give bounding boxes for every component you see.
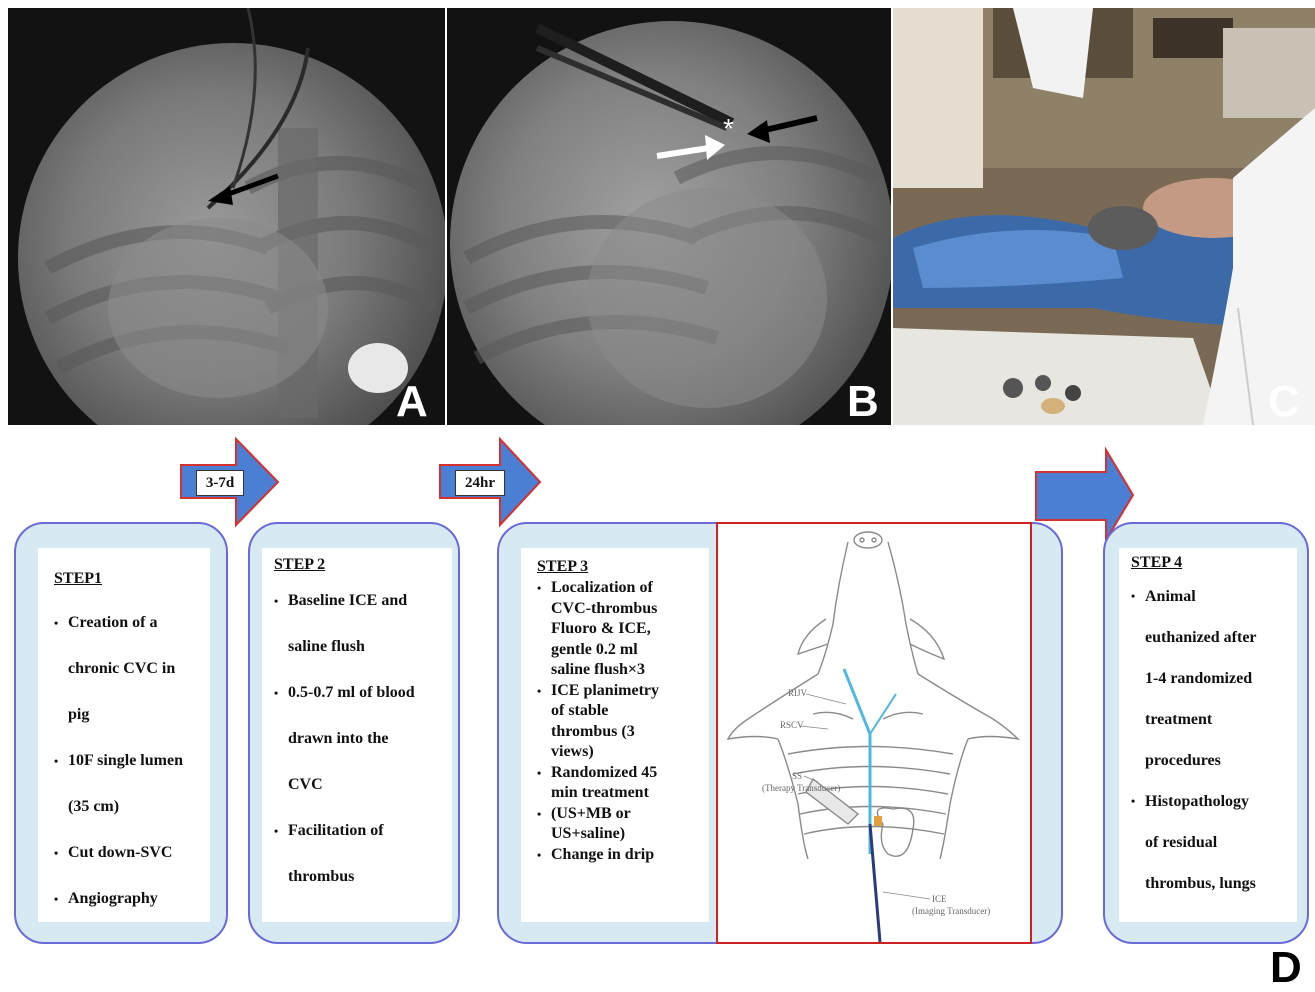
step3-item: CVC-thrombus bbox=[537, 599, 709, 620]
step1-item: Angiography bbox=[54, 876, 210, 922]
panel-a-label: A bbox=[396, 380, 428, 424]
asterisk-marker: * bbox=[723, 113, 734, 144]
procedure-photo bbox=[893, 8, 1315, 425]
step2-item: Baseline ICE and bbox=[274, 578, 452, 624]
step4-item: 1-4 randomized bbox=[1131, 658, 1297, 699]
step2-item: drawn into the bbox=[274, 716, 452, 762]
step2-item: CVC bbox=[274, 762, 452, 808]
step4-item: Animal bbox=[1131, 576, 1297, 617]
panel-b-label: B bbox=[847, 380, 879, 424]
step3-item: gentle 0.2 ml bbox=[537, 640, 709, 661]
step3-item: US+saline) bbox=[537, 824, 709, 845]
step4-title: STEP 4 bbox=[1131, 554, 1297, 572]
arrow-label-3-7d: 3-7d bbox=[196, 470, 244, 496]
panel-a-fluoroscopy: A bbox=[8, 8, 445, 425]
panel-b-fluoroscopy: * B bbox=[447, 8, 891, 425]
anatomy-diagram: RIJV RSCV SS (Therapy Transducer) ICE (I… bbox=[716, 522, 1032, 944]
panel-d-label: D bbox=[1270, 946, 1302, 990]
step3-title: STEP 3 bbox=[537, 558, 709, 576]
label-ice-sub: (Imaging Transducer) bbox=[912, 906, 990, 916]
step3-item: Fluoro & ICE, bbox=[537, 619, 709, 640]
step3-item: thrombus (3 bbox=[537, 722, 709, 743]
step2-title: STEP 2 bbox=[274, 556, 452, 574]
step1-item: chronic CVC in bbox=[54, 646, 210, 692]
label-rscv: RSCV bbox=[780, 720, 804, 730]
step3-inner: STEP 3 Localization ofCVC-thrombusFluoro… bbox=[521, 548, 709, 922]
step1-item: 10F single lumen bbox=[54, 738, 210, 784]
step1-item: Creation of a bbox=[54, 600, 210, 646]
step3-item: ICE planimetry bbox=[537, 681, 709, 702]
step1-item: Cut down-SVC bbox=[54, 830, 210, 876]
step1-title: STEP1 bbox=[54, 570, 210, 588]
label-rijv: RIJV bbox=[788, 688, 808, 698]
arrow-label-24hr: 24hr bbox=[455, 470, 505, 496]
step4-item: treatment bbox=[1131, 699, 1297, 740]
pig-anatomy-sketch: RIJV RSCV SS (Therapy Transducer) ICE (I… bbox=[718, 524, 1030, 942]
step4-item: euthanized after bbox=[1131, 617, 1297, 658]
fluoro-image-a bbox=[8, 8, 445, 425]
step3-item: min treatment bbox=[537, 783, 709, 804]
step4-item: thrombus, lungs bbox=[1131, 863, 1297, 904]
label-ss-sub: (Therapy Transducer) bbox=[762, 783, 840, 793]
step2-item: 0.5-0.7 ml of blood bbox=[274, 670, 452, 716]
step4-item: procedures bbox=[1131, 740, 1297, 781]
step3-item: Randomized 45 bbox=[537, 763, 709, 784]
label-ice: ICE bbox=[932, 894, 947, 904]
step4-item: Histopathology bbox=[1131, 781, 1297, 822]
panel-c-label: C bbox=[1268, 380, 1300, 424]
step3-item: views) bbox=[537, 742, 709, 763]
fluoro-image-b: * bbox=[447, 8, 891, 425]
label-ss: SS bbox=[792, 771, 802, 781]
step3-item: saline flush×3 bbox=[537, 660, 709, 681]
step1-item: pig bbox=[54, 692, 210, 738]
step3-item: (US+MB or bbox=[537, 804, 709, 825]
step3-item: Change in drip bbox=[537, 845, 709, 866]
panel-c-photo: C bbox=[893, 8, 1315, 425]
step2-item: saline flush bbox=[274, 624, 452, 670]
step2-item: thrombus bbox=[274, 854, 452, 900]
step2-item: Facilitation of bbox=[274, 808, 452, 854]
step4-item: of residual bbox=[1131, 822, 1297, 863]
step1-item: (35 cm) bbox=[54, 784, 210, 830]
step3-item: Localization of bbox=[537, 578, 709, 599]
step3-item: of stable bbox=[537, 701, 709, 722]
